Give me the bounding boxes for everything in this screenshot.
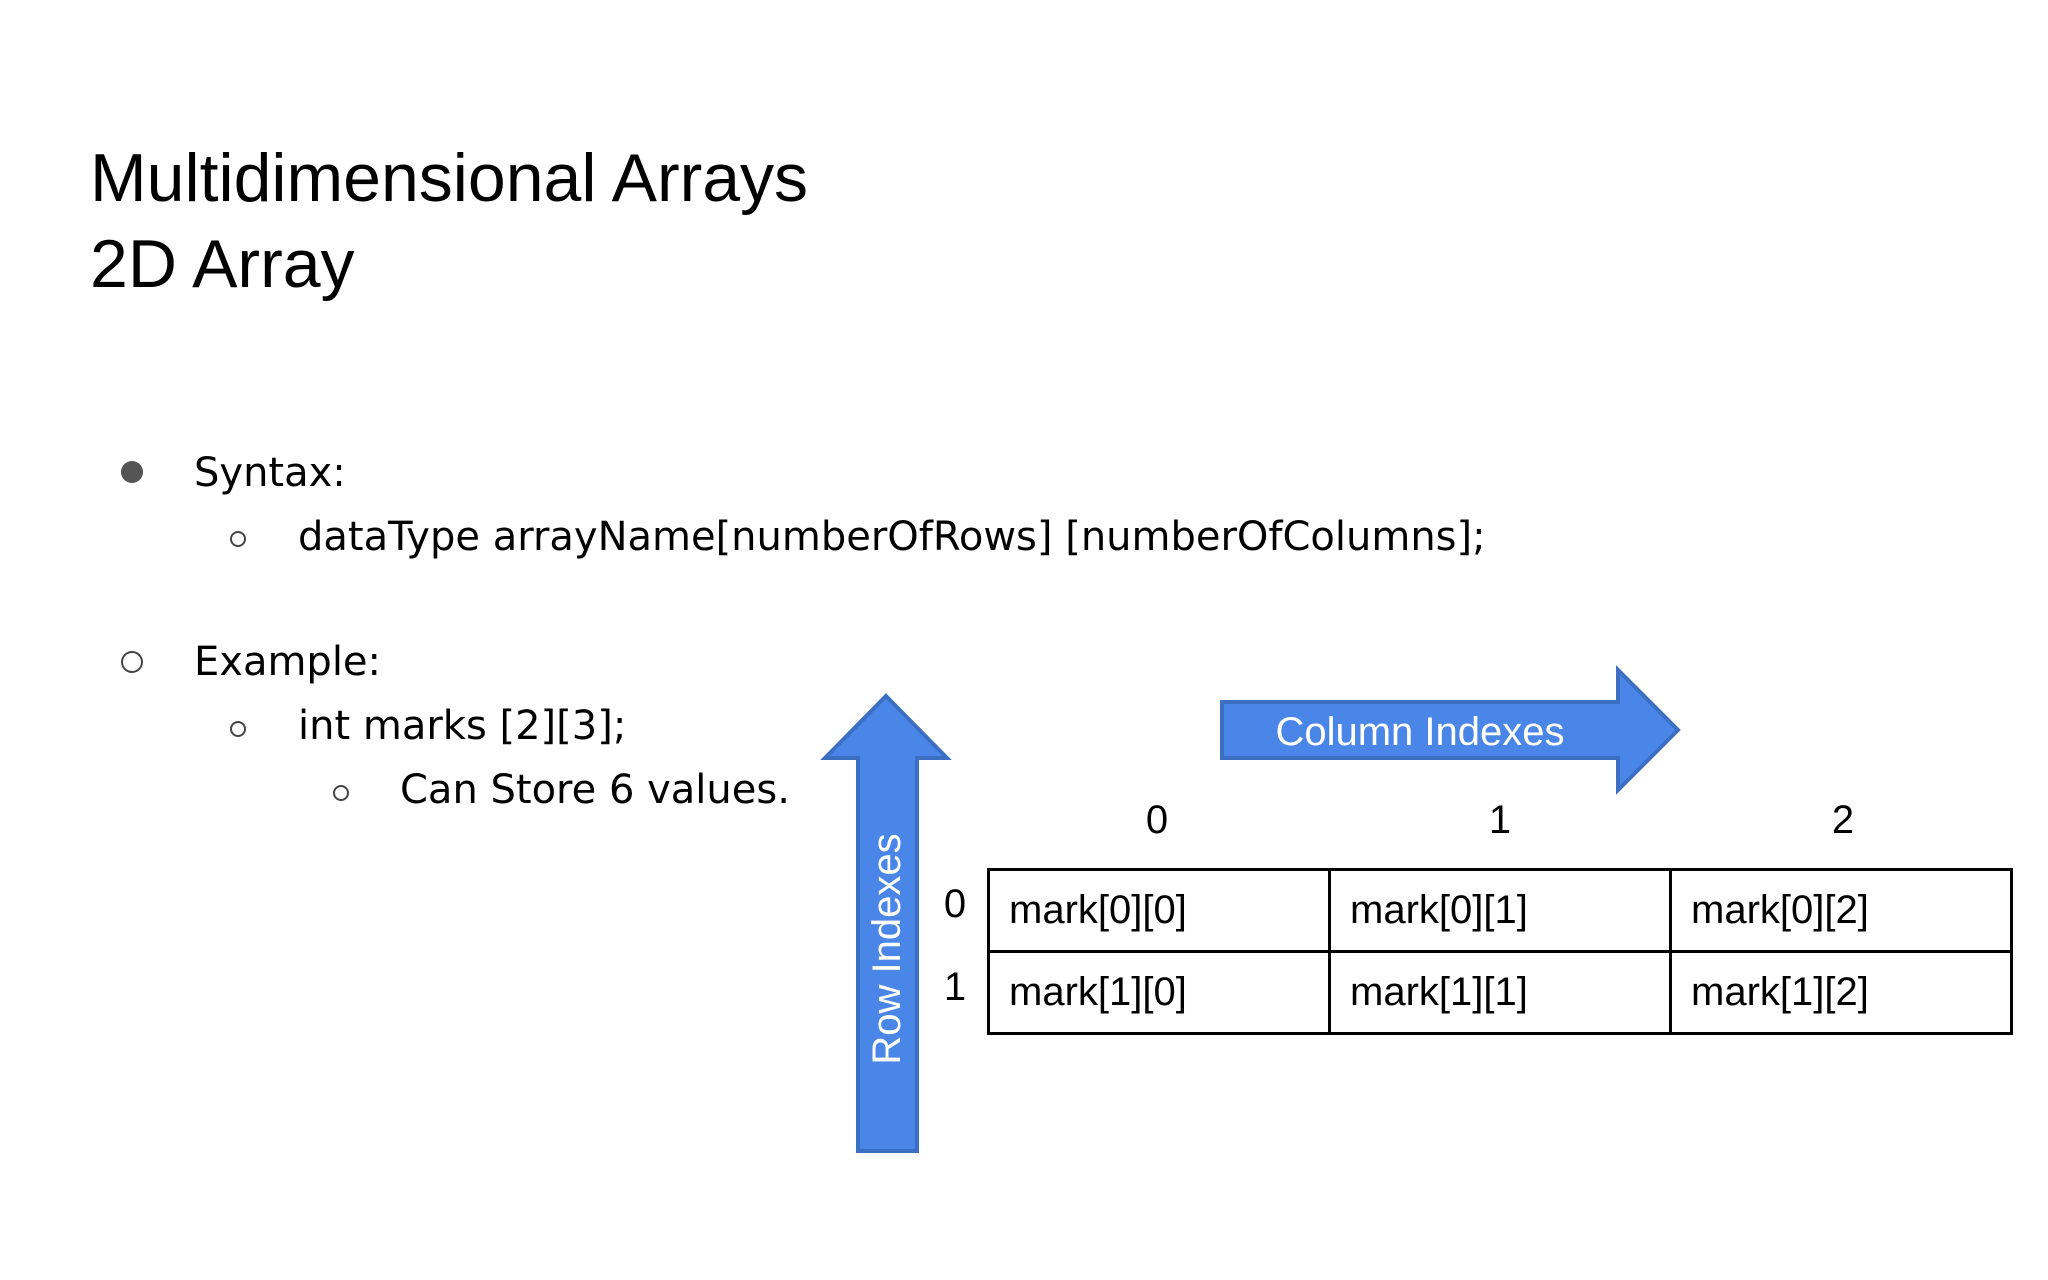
array-cell: mark[0][2] — [1669, 868, 2013, 953]
bullet-marker — [230, 721, 246, 737]
row-arrow-shape — [820, 693, 952, 1153]
column-indexes-label: Column Indexes — [1275, 710, 1565, 754]
column-index-2: 2 — [1831, 798, 1855, 842]
table-row: mark[0][0] mark[0][1] mark[0][2] — [987, 868, 2013, 953]
bullet-syntax: Syntax: — [194, 450, 346, 496]
row-index-0: 0 — [943, 882, 967, 926]
title-line-1: Multidimensional Arrays — [90, 140, 809, 216]
row-indexes-label: Row Indexes — [865, 833, 909, 1065]
array-cell: mark[1][0] — [987, 950, 1331, 1035]
array-grid: mark[0][0] mark[0][1] mark[0][2] mark[1]… — [987, 868, 2013, 1035]
array-cell: mark[0][1] — [1328, 868, 1672, 953]
slide-title: Multidimensional Arrays 2D Array — [90, 135, 808, 307]
bullet-example-code: int marks [2][3]; — [298, 703, 627, 749]
bullet-marker — [333, 785, 349, 801]
column-index-1: 1 — [1488, 798, 1512, 842]
array-cell: mark[0][0] — [987, 868, 1331, 953]
array-cell: mark[1][1] — [1328, 950, 1672, 1035]
bullet-marker — [230, 531, 246, 547]
array-cell: mark[1][2] — [1669, 950, 2013, 1035]
table-row: mark[1][0] mark[1][1] mark[1][2] — [987, 950, 2013, 1035]
bullet-example-note: Can Store 6 values. — [400, 767, 790, 813]
column-index-0: 0 — [1145, 798, 1169, 842]
bullet-example: Example: — [194, 639, 382, 685]
bullet-syntax-detail: dataType arrayName[numberOfRows] [number… — [298, 514, 1486, 560]
bullet-marker — [121, 651, 143, 673]
title-line-2: 2D Array — [90, 226, 355, 302]
row-index-1: 1 — [943, 965, 967, 1009]
column-arrow-shape — [1220, 665, 1681, 795]
bullet-marker — [121, 461, 143, 483]
